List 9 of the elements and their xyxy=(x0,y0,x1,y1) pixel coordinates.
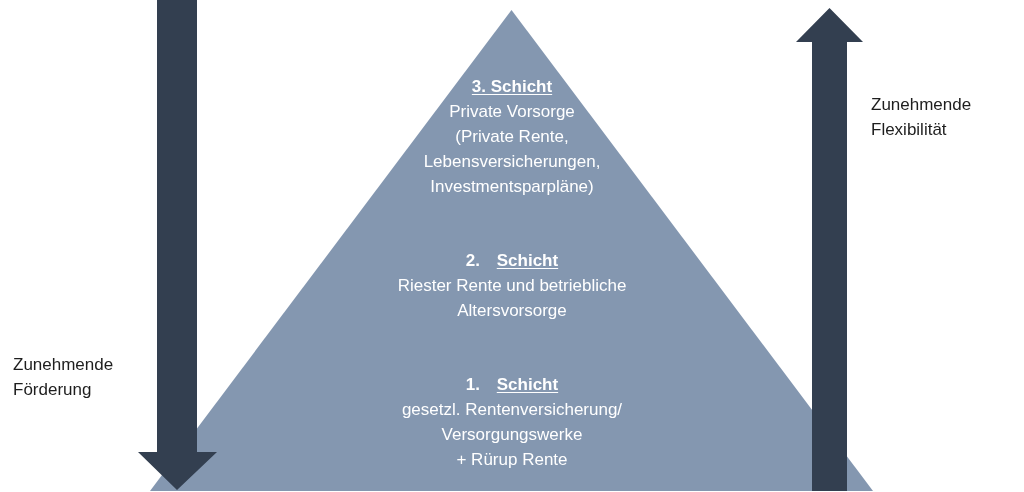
layer-heading: 3. Schicht xyxy=(471,76,553,98)
pyramid xyxy=(150,10,873,491)
layer-heading: 1. Schicht xyxy=(465,374,559,396)
arrow-label: Zunehmende Förderung xyxy=(13,354,114,401)
layer-description: Private Vorsorge (Private Rente, Lebensversicherungen, Investmentsparpläne) xyxy=(423,101,601,198)
layer-heading: 2. Schicht xyxy=(465,250,559,272)
layer-description: Riester Rente und betriebliche Altersvorsorge xyxy=(397,275,627,322)
arrow-label: Zunehmende Flexibilität xyxy=(871,94,972,141)
layer-description: gesetzl. Rentenversicherung/ Versorgungswerke + Rürup Rente xyxy=(401,399,623,471)
